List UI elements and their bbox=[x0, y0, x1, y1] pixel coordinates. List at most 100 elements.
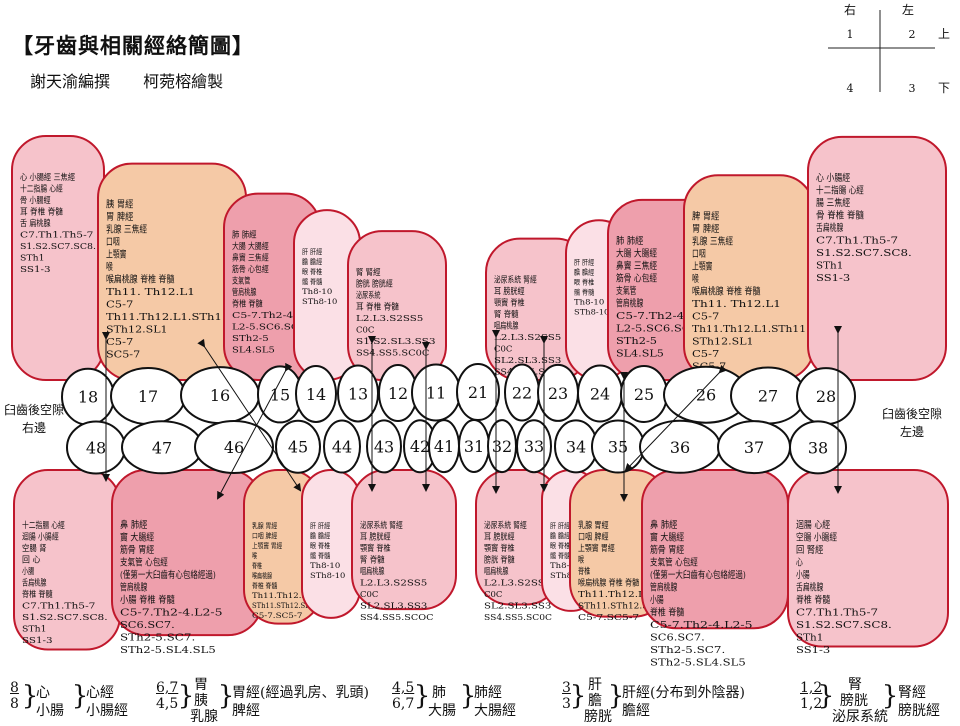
panel-text-line: 小腸 脊椎 脊髓 bbox=[120, 594, 175, 606]
legend-heart-organ: 心 bbox=[36, 685, 50, 701]
tooth-24: 24 bbox=[577, 364, 623, 423]
legend-bladder-meridian: 膀胱經 bbox=[898, 703, 940, 719]
panel-text-line: C5-7.SC5-7 bbox=[578, 613, 639, 623]
panel-text-line: Th11.Th12.L1.STh11 bbox=[692, 324, 806, 335]
panel-text-line: 鼻 肺經 bbox=[650, 519, 678, 531]
legend-brace: } bbox=[608, 681, 625, 711]
tooth-14: 14 bbox=[295, 364, 337, 423]
panel-text-line: C7.Th1.Th5-7 bbox=[22, 602, 95, 612]
panel-text-line: Th8-10 bbox=[302, 288, 332, 296]
panel-text-line: 髖 脊髓 bbox=[574, 287, 594, 296]
panel-text-line: C0C bbox=[484, 590, 502, 600]
tooth-31: 31 bbox=[458, 419, 490, 474]
panel-text-line: 腎 脊髓 bbox=[494, 309, 519, 320]
panel-text-line: C7.Th1.Th5-7 bbox=[816, 235, 898, 246]
panel-text-line: 十二指腸 心經 bbox=[816, 184, 864, 196]
panel-text-line: 喉 bbox=[692, 273, 699, 285]
panel-text-line: 小腸 bbox=[650, 595, 664, 606]
legend-gallbladder-organ: 膽 bbox=[588, 693, 602, 709]
legend-heart-meridian: 心經 bbox=[86, 685, 114, 701]
tooth-number: 24 bbox=[590, 384, 610, 403]
side-label-left-line1: 臼齒後空隙 bbox=[882, 406, 942, 421]
panel-text-line: 耳 脊椎 脊髓 bbox=[356, 302, 399, 313]
panel-text-line: STh8-10 bbox=[302, 298, 337, 306]
panel-text-line: 肺 肺經 bbox=[232, 230, 257, 241]
legend-kidney-meridian: 腎經 bbox=[898, 685, 926, 701]
tooth-number: 13 bbox=[348, 384, 368, 403]
tooth-number: 28 bbox=[816, 387, 836, 406]
legend-liver-meridian: 肝經(分布到外陰器) bbox=[622, 685, 745, 701]
tooth-number: 48 bbox=[86, 439, 106, 458]
panel-text-line: 膀胱 脊髓 bbox=[484, 555, 515, 566]
panel-text-line: 喉扁桃腺 脊椎 脊髓 bbox=[692, 285, 761, 297]
panel-text-line: 迴腸 小腸經 bbox=[22, 532, 59, 543]
side-label-left-line2: 左邊 bbox=[900, 424, 924, 439]
panel-text-line: STh1 bbox=[22, 625, 46, 635]
panel-text-line: C0C bbox=[356, 326, 374, 336]
legend-brace: } bbox=[460, 681, 477, 711]
panel-text-line: C5-7 bbox=[692, 349, 719, 360]
panel-text-line: 泌尿系統 腎經 bbox=[360, 520, 403, 531]
panel-text-line: 腎 腎經 bbox=[356, 267, 381, 278]
panel-text-line: 咽扁桃腺 bbox=[360, 566, 385, 577]
panel-text-line: L2.L3.S2SS5 bbox=[356, 314, 423, 324]
panel-text-line: 空腸 肾 bbox=[22, 543, 47, 554]
panel-text-line: 大腸 大腸經 bbox=[232, 241, 269, 252]
panel-text-line: C7.Th1.Th5-7 bbox=[796, 608, 878, 619]
panel-text-line: 小腸 bbox=[22, 566, 35, 577]
side-label-right-line2: 右邊 bbox=[22, 420, 46, 435]
legend-brace: } bbox=[178, 681, 195, 711]
tooth-crown bbox=[789, 420, 847, 475]
tooth-44: 44 bbox=[323, 419, 361, 474]
quadrant-4: 4 bbox=[847, 82, 854, 95]
page-title: 【牙齒與相關經絡簡圖】 bbox=[12, 33, 254, 58]
tooth-21: 21 bbox=[456, 363, 500, 422]
tooth-number: 34 bbox=[566, 437, 586, 456]
panel-text-line: Th8-10 bbox=[550, 562, 580, 570]
connector-arrows bbox=[102, 326, 842, 502]
tooth-37: 37 bbox=[717, 420, 791, 475]
panel-text-line: L2.L3.S2SS5 bbox=[360, 579, 427, 589]
panel-text-line: SL2.SL3.SS3 bbox=[484, 602, 551, 612]
tooth-25: 25 bbox=[620, 364, 668, 423]
panel-text-line: 肝 肝經 bbox=[310, 521, 330, 530]
panel-text-line: 空腸 小腸經 bbox=[796, 532, 837, 544]
panel-text-line: (僅第一大臼齒有心包絡經過) bbox=[120, 569, 216, 581]
tooth-27: 27 bbox=[730, 366, 806, 425]
panel-text-line: (僅第一大臼齒有心包絡經過) bbox=[650, 569, 746, 581]
panel-text-line: STh8-10 bbox=[550, 572, 585, 580]
quadrant-right-label: 右 bbox=[844, 2, 856, 17]
panel-text-line: STh8-10 bbox=[310, 572, 345, 580]
side-label-right-line1: 臼齒後空隙 bbox=[4, 402, 64, 417]
legend-pancreas-organ: 胰 bbox=[194, 693, 208, 709]
tooth-number: 27 bbox=[758, 386, 778, 405]
legend-brace: } bbox=[218, 681, 235, 711]
panel-text-line: C5-7 bbox=[692, 311, 719, 322]
panel-text-line: 舌扁桃腺 bbox=[816, 222, 844, 234]
panel-text-line: 耳 膀胱經 bbox=[360, 532, 391, 543]
tooth-number: 35 bbox=[608, 438, 628, 457]
panel-text-line: 回 心 bbox=[22, 556, 41, 566]
panel-text-line: 鼻竇 三焦經 bbox=[232, 253, 269, 264]
tooth-17: 17 bbox=[110, 366, 186, 425]
panel-text-line: 髖 脊髓 bbox=[310, 551, 330, 560]
quadrant-2: 2 bbox=[909, 28, 916, 41]
legend-lung-organ: 肺 bbox=[432, 685, 446, 701]
panel-text-line: 上顎竇 胃經 bbox=[578, 543, 615, 554]
panel-text-line: Th11.Th12.L1 bbox=[252, 592, 312, 600]
panel-text-line: 脊椎 脊髓 bbox=[796, 594, 831, 606]
panel-text-line: C5-7.Th2-4.L2-5 bbox=[650, 620, 753, 631]
panel-text-line: 眼 脊椎 bbox=[550, 541, 570, 550]
panel-text-line: 眼 脊椎 bbox=[302, 267, 322, 276]
panel-text-line: 上顎竇 bbox=[692, 260, 713, 272]
panel-text-line: C5-7.SC5-7 bbox=[252, 612, 302, 620]
quadrant-left-label: 左 bbox=[902, 2, 914, 17]
legend-mammary-organ: 乳腺 bbox=[190, 709, 218, 725]
panel-text-line: 泌尿系統 腎經 bbox=[484, 520, 527, 531]
tooth-number: 18 bbox=[78, 388, 98, 407]
legend-large-intestine-organ: 大腸 bbox=[428, 703, 456, 719]
